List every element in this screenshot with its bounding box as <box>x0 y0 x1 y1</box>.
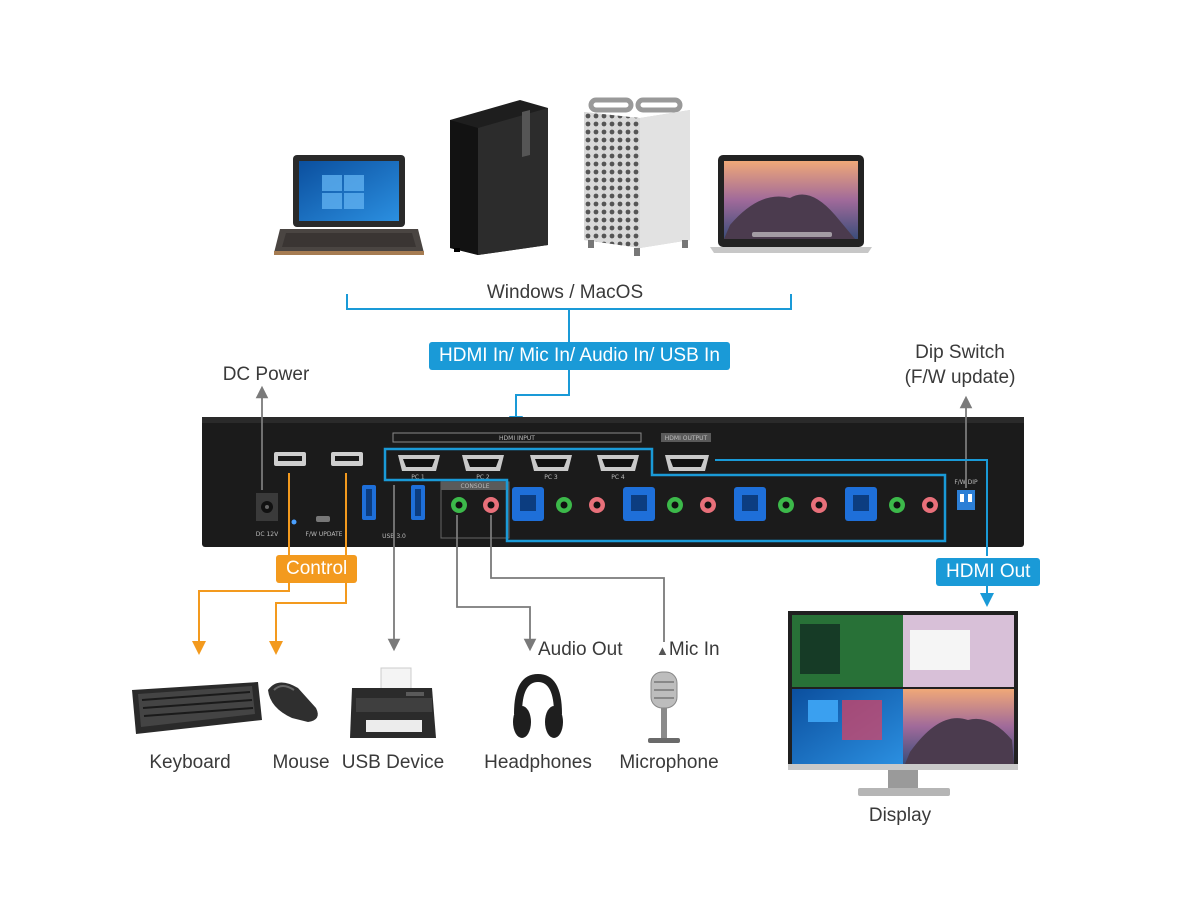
macbook-icon <box>710 155 872 253</box>
kvm-chassis: HDMI INPUT HDMI OUTPUT CONSOLE USB 3.0 D… <box>202 417 1024 547</box>
silk-port-2: PC 2 <box>476 474 490 481</box>
control-tag: Control <box>276 555 358 583</box>
mic-in-text: Mic In <box>668 639 720 660</box>
triangle-up-icon: ▲ <box>656 643 669 658</box>
silk-dc12v: DC 12V <box>256 531 279 538</box>
usb-device-label: USB Device <box>341 752 445 773</box>
inputs-tag: HDMI In/ Mic In/ Audio In/ USB In <box>429 342 730 370</box>
silk-console: CONSOLE <box>460 483 489 490</box>
silk-port-1: PC 1 <box>411 474 425 481</box>
headphones-label: Headphones <box>484 752 592 773</box>
source-bracket <box>346 294 792 430</box>
laptop-windows-icon <box>274 155 424 255</box>
sources-group-label: Windows / MacOS <box>486 282 644 303</box>
keyboard-label: Keyboard <box>149 752 231 773</box>
silk-fw-update: F/W UPDATE <box>306 531 343 538</box>
audio-out-label: Audio Out <box>538 639 623 660</box>
printer-icon <box>350 667 436 738</box>
mouse-icon <box>268 682 318 722</box>
dc-power-label: DC Power <box>222 364 310 385</box>
pc4-port-group <box>845 487 938 521</box>
dip-switch-sublabel: (F/W update) <box>904 367 1016 388</box>
keyboard-icon <box>132 682 262 734</box>
tower-pc-icon <box>450 100 548 255</box>
microphone-icon <box>648 671 680 743</box>
display-label: Display <box>868 805 932 826</box>
silk-hdmi-output: HDMI OUTPUT <box>665 435 708 442</box>
microphone-label: Microphone <box>619 752 719 773</box>
mic-in-label: ▲Mic In <box>656 639 720 661</box>
dip-switch-label: Dip Switch <box>915 342 1005 363</box>
silk-hdmi-input: HDMI INPUT <box>499 435 535 442</box>
monitor-icon <box>788 611 1018 796</box>
pc2-port-group <box>623 487 716 521</box>
headphones-icon <box>513 673 563 738</box>
pc3-port-group <box>734 487 827 521</box>
input-highlight <box>383 447 947 543</box>
pc1-port-group <box>512 487 605 521</box>
hdmi-out-tag: HDMI Out <box>936 558 1041 586</box>
silk-port-3: PC 3 <box>544 474 558 481</box>
silk-port-4: PC 4 <box>611 474 625 481</box>
mouse-label: Mouse <box>272 752 330 773</box>
mac-pro-icon <box>584 97 690 256</box>
